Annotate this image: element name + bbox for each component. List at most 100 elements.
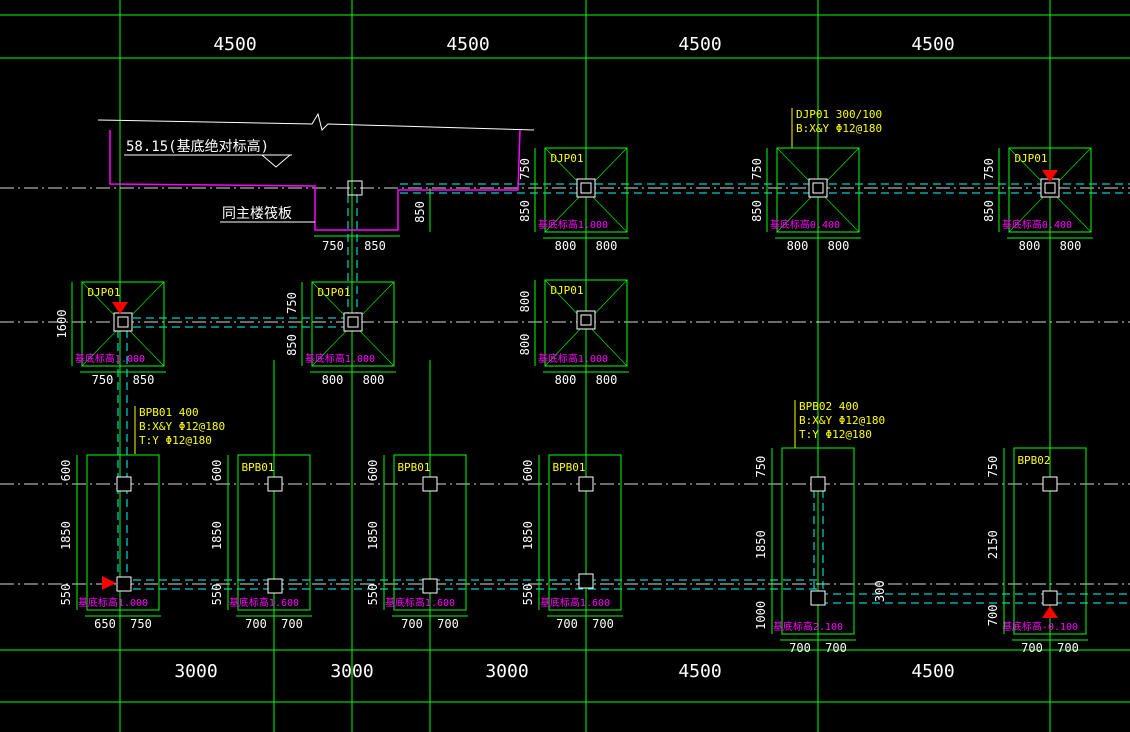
top-span-2: 4500	[446, 34, 489, 55]
footing-bottom-dim: 800	[828, 239, 850, 253]
marker-triangle	[1042, 170, 1058, 182]
plate-side-dim: 750	[754, 456, 768, 478]
footing-outline	[544, 279, 628, 367]
footing-id: DJP01	[1014, 152, 1047, 165]
column-marker	[422, 578, 438, 594]
bpb02-callout-2: B:X&Y Φ12@180	[799, 414, 885, 427]
column-outline	[113, 312, 133, 332]
footing-side-dim: 750	[518, 158, 532, 180]
footing-elevation: 基底标高1.000	[538, 218, 608, 231]
footing-outline	[544, 147, 628, 233]
plate-bottom-dim: 700	[401, 617, 423, 631]
plate-side-dim: 550	[366, 584, 380, 606]
footing-bottom-dim: 800	[363, 373, 385, 387]
djp01-callout-1: DJP01 300/100	[796, 108, 882, 121]
raft-note: 同主楼筏板	[222, 205, 292, 222]
plate-bottom-dim: 700	[1021, 641, 1043, 655]
footing-elevation: 基底标高1.000	[305, 352, 375, 365]
footing-bottom-dim: 800	[1060, 239, 1082, 253]
column-marker	[810, 476, 826, 492]
plate-side-dim: 600	[210, 460, 224, 482]
plate-bottom-dim: 700	[556, 617, 578, 631]
plate-bottom-dim: 700	[592, 617, 614, 631]
column-outline	[576, 178, 596, 198]
bottom-span-5: 4500	[911, 661, 954, 682]
elevation-label: 58.15(基底绝对标高)	[126, 138, 269, 155]
footing-outline	[81, 281, 165, 367]
column-marker	[580, 314, 592, 326]
column-outline	[576, 310, 596, 330]
bottom-span-1: 3000	[174, 661, 217, 682]
footing-id: DJP01	[550, 284, 583, 297]
footing-bottom-dim: 800	[322, 373, 344, 387]
column-marker	[1044, 182, 1056, 194]
markers	[102, 170, 1058, 618]
raft-dim-1: 750	[322, 239, 344, 253]
footing-side-dim: 850	[518, 200, 532, 222]
plate-side-dim: 550	[210, 584, 224, 606]
top-span-3: 4500	[678, 34, 721, 55]
plate-elevation: 基底标高-0.100	[1002, 620, 1078, 633]
footing-bottom-dim: 800	[1019, 239, 1041, 253]
bpb02-callout-3: T:Y Φ12@180	[799, 428, 872, 441]
bottom-span-2: 3000	[330, 661, 373, 682]
footing-id: DJP01	[87, 286, 120, 299]
column-marker	[117, 316, 129, 328]
plate-bottom-dim: 750	[130, 617, 152, 631]
plate-bottom-dim: 700	[437, 617, 459, 631]
plate-elevation: 基底标高1.600	[385, 596, 455, 609]
column-marker	[810, 590, 826, 606]
elevation-symbol	[260, 154, 292, 168]
bpb01-callout-2: B:X&Y Φ12@180	[139, 420, 225, 433]
footing-bottom-dim: 750	[92, 373, 114, 387]
column-marker	[578, 573, 594, 589]
footing-side-dim: 800	[518, 334, 532, 356]
footing-elevation: 基底标高0.400	[770, 218, 840, 231]
plate-outline	[548, 454, 622, 611]
marker-triangle	[1042, 606, 1058, 618]
plate-bottom-dim: 650	[94, 617, 116, 631]
column-outline	[808, 178, 828, 198]
column-marker	[578, 476, 594, 492]
plate-side-dim: 1850	[754, 530, 768, 559]
plate-bottom-dim: 700	[1057, 641, 1079, 655]
plate-outline	[237, 454, 311, 611]
plate-side-dim: 1850	[521, 521, 535, 550]
column-marker	[267, 476, 283, 492]
footings-layer: DJP01 基底标高1.000 800 800 750 850 基底标高0.400 800 80…	[55, 147, 1093, 387]
plate-extra-dim: 300	[873, 580, 887, 602]
column-marker	[267, 578, 283, 594]
plate-side-dim: 600	[366, 460, 380, 482]
plate-outline	[781, 447, 855, 635]
plate-side-dim: 550	[59, 584, 73, 606]
plate-elevation: 基底标高1.600	[229, 596, 299, 609]
plate-elevation: 基底标高1.600	[540, 596, 610, 609]
plate-side-dim: 600	[59, 460, 73, 482]
footing-side-dim: 750	[982, 158, 996, 180]
axis-lines	[0, 187, 1130, 585]
raft-dim-2: 850	[364, 239, 386, 253]
plate-outline	[86, 454, 160, 611]
footing-id: DJP01	[317, 286, 350, 299]
plate-outline	[393, 454, 467, 611]
callouts: DJP01 300/100 B:X&Y Φ12@180 BPB01 400 B:…	[134, 108, 885, 454]
raft-outline	[109, 129, 521, 231]
raft-side-dim: 850	[413, 201, 427, 223]
plate-id: BPB01	[397, 461, 430, 474]
top-span-1: 4500	[213, 34, 256, 55]
footing-bottom-dim: 800	[596, 239, 618, 253]
